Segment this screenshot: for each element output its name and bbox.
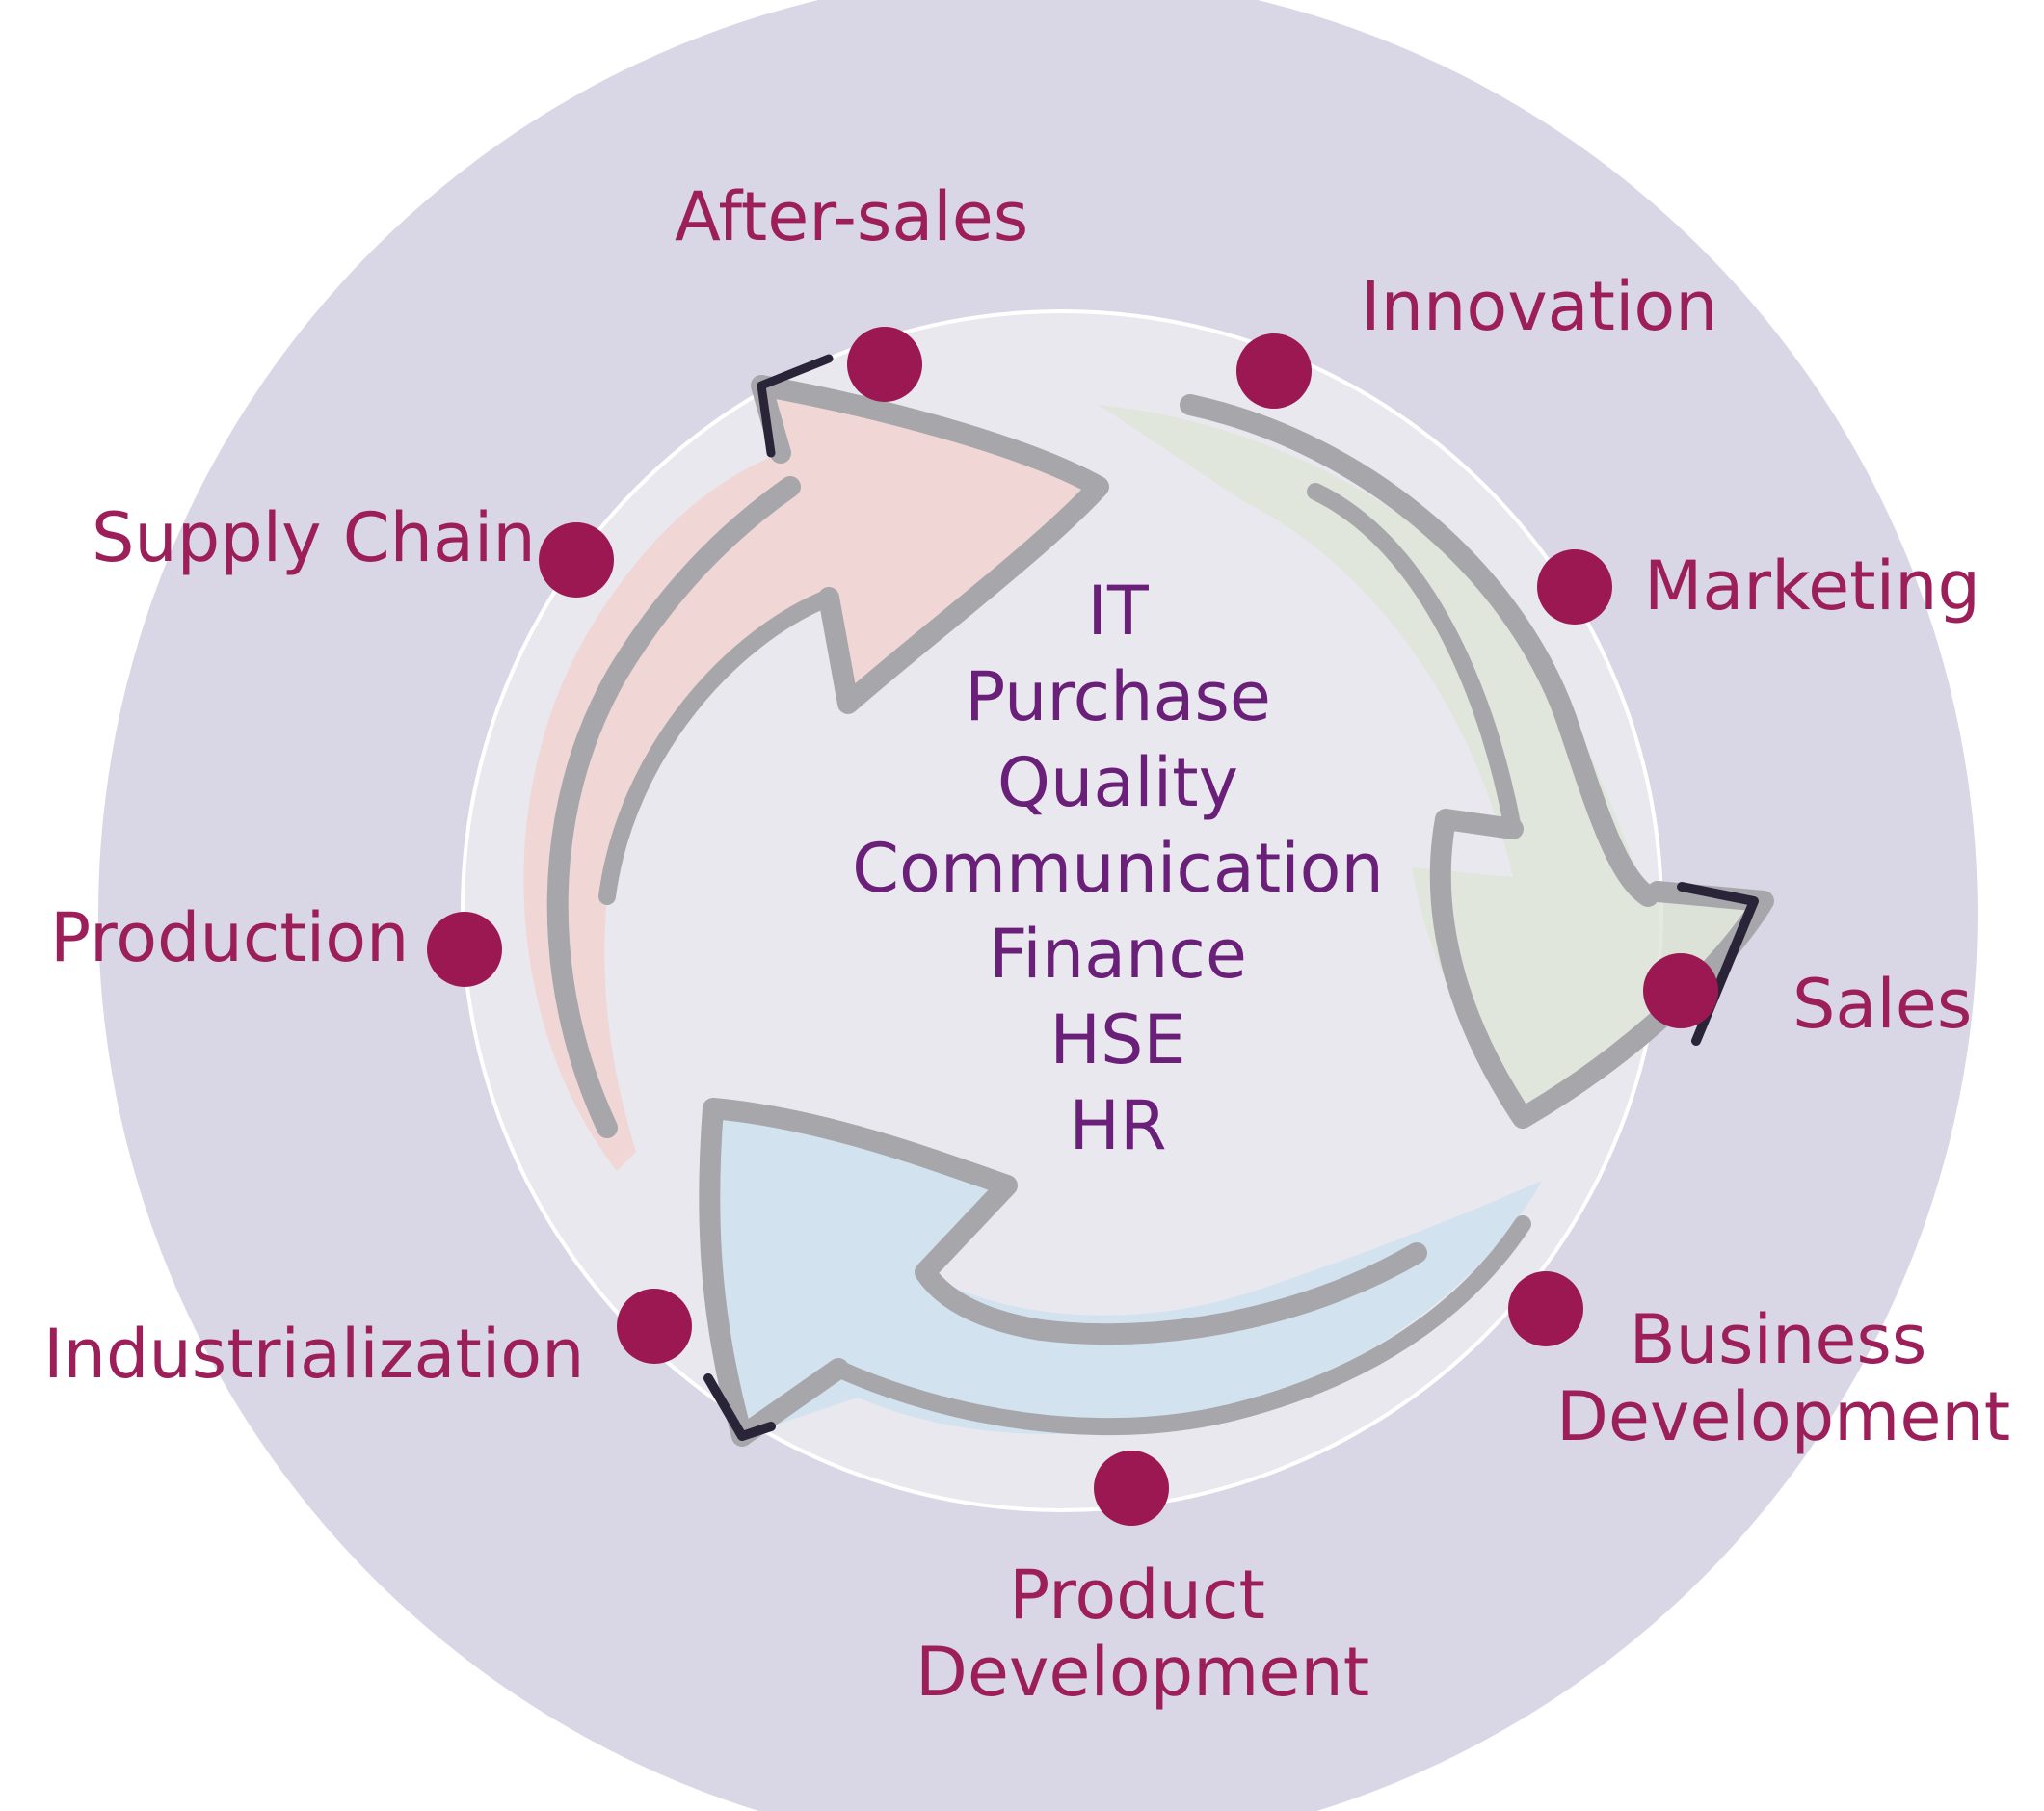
label-business-development-line-2: Development (1556, 1377, 2011, 1456)
label-product-development-line-1: Product (1009, 1556, 1265, 1635)
label-after-sales: After-sales (675, 177, 1029, 256)
center-function-item: HSE (1049, 1000, 1186, 1079)
label-industrialization: Industrialization (43, 1315, 585, 1394)
node-dot-sales[interactable] (1643, 953, 1718, 1028)
node-dot-industrialization[interactable] (617, 1289, 692, 1364)
center-function-item: Finance (989, 915, 1247, 994)
label-business-development: Business Development (1556, 1300, 2011, 1456)
label-product-development: Product Development (916, 1556, 1370, 1712)
label-production: Production (50, 898, 410, 977)
blue-cycle-arrow (699, 1098, 1542, 1447)
label-marketing: Marketing (1644, 546, 1980, 626)
node-dot-innovation[interactable] (1236, 333, 1312, 409)
center-function-item: Purchase (965, 657, 1271, 736)
center-function-item: HR (1069, 1086, 1167, 1165)
pink-arrow-dark-edge (757, 354, 834, 458)
node-dot-marketing[interactable] (1537, 549, 1612, 625)
node-dot-production[interactable] (427, 912, 502, 987)
node-dot-business-development[interactable] (1508, 1271, 1583, 1346)
node-dot-after-sales[interactable] (847, 327, 922, 402)
label-supply-chain: Supply Chain (92, 498, 536, 577)
center-function-item: Communication (852, 829, 1384, 908)
label-business-development-line-1: Business (1629, 1300, 1927, 1379)
pink-cycle-arrow (523, 375, 1109, 1171)
label-product-development-line-2: Development (916, 1633, 1370, 1712)
node-dot-supply-chain[interactable] (539, 522, 614, 598)
center-function-item: IT (1087, 572, 1149, 651)
label-innovation: Innovation (1361, 267, 1718, 346)
center-functions-list: IT Purchase Quality Communication Financ… (810, 569, 1426, 1169)
node-dot-product-development[interactable] (1094, 1451, 1169, 1526)
label-sales: Sales (1792, 965, 1973, 1044)
center-function-item: Quality (996, 743, 1239, 822)
node-markers (427, 327, 1718, 1526)
